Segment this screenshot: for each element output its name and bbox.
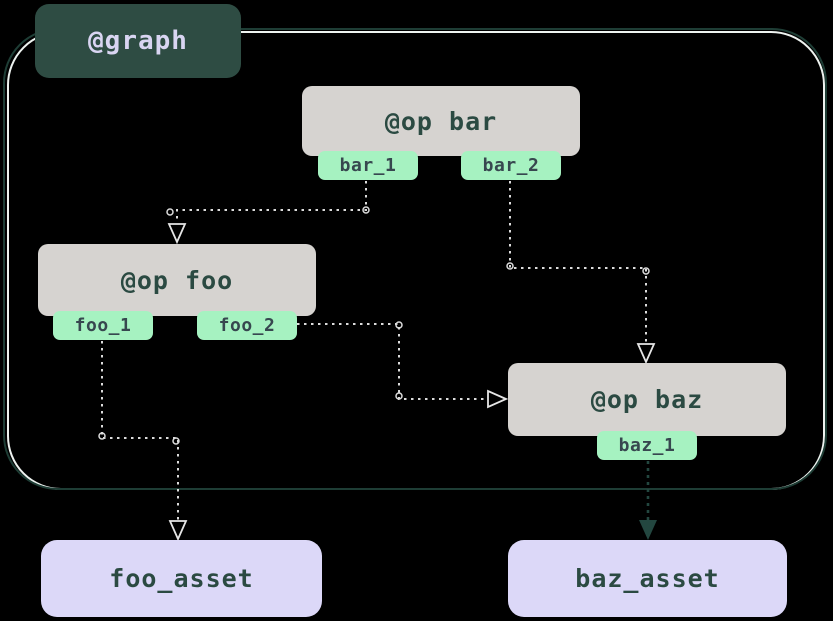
asset-node-foo-asset: foo_asset [41,540,322,617]
arrowhead-right-icon [487,389,509,409]
output-tag-bar-1: bar_1 [318,151,418,180]
op-node-baz: @op baz [508,363,786,436]
edge-bar1-to-foo [166,181,370,245]
asset-node-baz-asset: baz_asset [508,540,787,617]
arrowhead-down-icon [636,343,656,365]
output-tag-baz-1-label: baz_1 [618,435,676,456]
output-tag-baz-1: baz_1 [597,431,697,460]
asset-baz-label: baz_asset [575,564,720,593]
output-tag-foo-1: foo_1 [53,311,153,340]
graph-label-text: @graph [88,26,188,56]
graph-decorator-label: @graph [35,4,241,78]
graph-boundary [3,28,827,490]
output-tag-foo-2-label: foo_2 [218,315,276,336]
edge-baz1-to-baz-asset [639,461,657,540]
op-baz-title: @op baz [590,385,704,414]
edge-bar2-to-baz [506,181,656,365]
output-tag-bar-2: bar_2 [461,151,561,180]
arrowhead-down-filled-icon [639,520,657,540]
arrowhead-down-icon [168,520,188,542]
op-bar-title: @op bar [384,106,498,136]
op-foo-title: @op foo [120,265,234,295]
asset-foo-label: foo_asset [109,564,254,593]
op-node-foo: @op foo [38,244,316,316]
output-tag-bar-1-label: bar_1 [339,155,397,176]
op-node-bar: @op bar [302,86,580,156]
output-tag-foo-2: foo_2 [197,311,297,340]
arrowhead-down-icon [167,223,187,245]
edge-foo2-to-baz [297,321,509,409]
output-tag-bar-2-label: bar_2 [482,155,540,176]
edge-foo1-to-foo-asset [98,341,188,542]
output-tag-foo-1-label: foo_1 [74,315,132,336]
